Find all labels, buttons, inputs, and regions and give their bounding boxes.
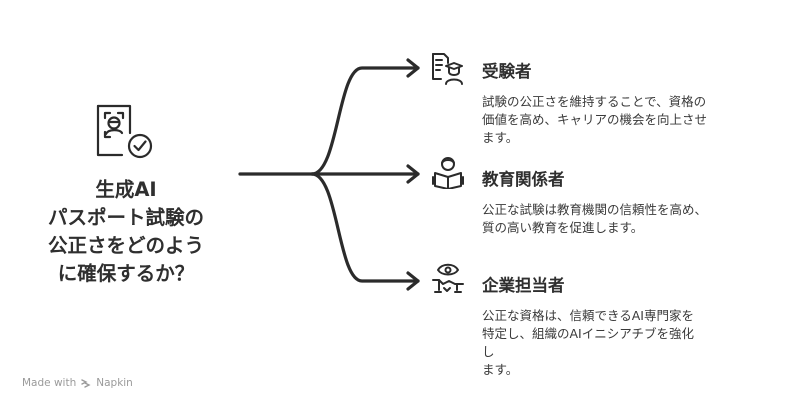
center-title-line-4: に確保するか？ [57,262,195,285]
branch-line-bottom [310,172,420,283]
napkin-logo-icon [81,379,91,388]
arrowhead-middle [406,164,420,184]
arrowhead-bottom [406,271,420,291]
branch-line-top [310,66,420,176]
center-title-line-3: 公正さをどのよう [47,234,204,257]
desc-line: 質の高い教育を促進します。 [482,220,644,235]
footer-brand: Napkin [96,377,133,389]
desc-line: ます。 [482,362,519,377]
educator-reading-icon [431,155,465,190]
branch-desc-educators: 公正な試験は教育機関の信頼性を高め、 質の高い教育を促進します。 [482,201,707,237]
desc-line: 価値を高め、キャリアの機会を向上させ [482,112,708,127]
desc-line: 試験の公正さを維持することで、資格の [482,94,707,109]
desc-line: し [482,344,495,359]
center-title-line-1: 生成AI [95,178,157,201]
footer-made-with: Made with [22,377,77,389]
branch-desc-test-takers: 試験の公正さを維持することで、資格の 価値を高め、キャリアの機会を向上させ ます… [482,93,707,147]
branch-title-business: 企業担当者 [482,276,565,295]
center-title-line-2: パスポート試験の [47,206,204,229]
center-question-title: 生成AI パスポート試験の 公正さをどのよう に確保するか？ [20,176,232,288]
made-with-napkin-footer: Made with Napkin [22,377,133,389]
desc-line: 公正な試験は教育機関の信頼性を高め、 [482,202,708,217]
test-taker-document-icon [429,51,463,85]
branch-desc-business: 公正な資格は、信頼できるAI専門家を 特定し、組織のAIイニシアチブを強化 し … [482,307,694,379]
arrowhead-top [406,58,420,78]
desc-line: ます。 [482,130,519,145]
certificate-approval-icon [94,103,158,163]
desc-line: 公正な資格は、信頼できるAI専門家を [482,308,694,323]
business-handshake-icon [431,262,465,296]
branch-title-educators: 教育関係者 [482,170,565,189]
branch-title-test-takers: 受験者 [482,62,532,81]
desc-line: 特定し、組織のAIイニシアチブを強化 [482,326,694,341]
